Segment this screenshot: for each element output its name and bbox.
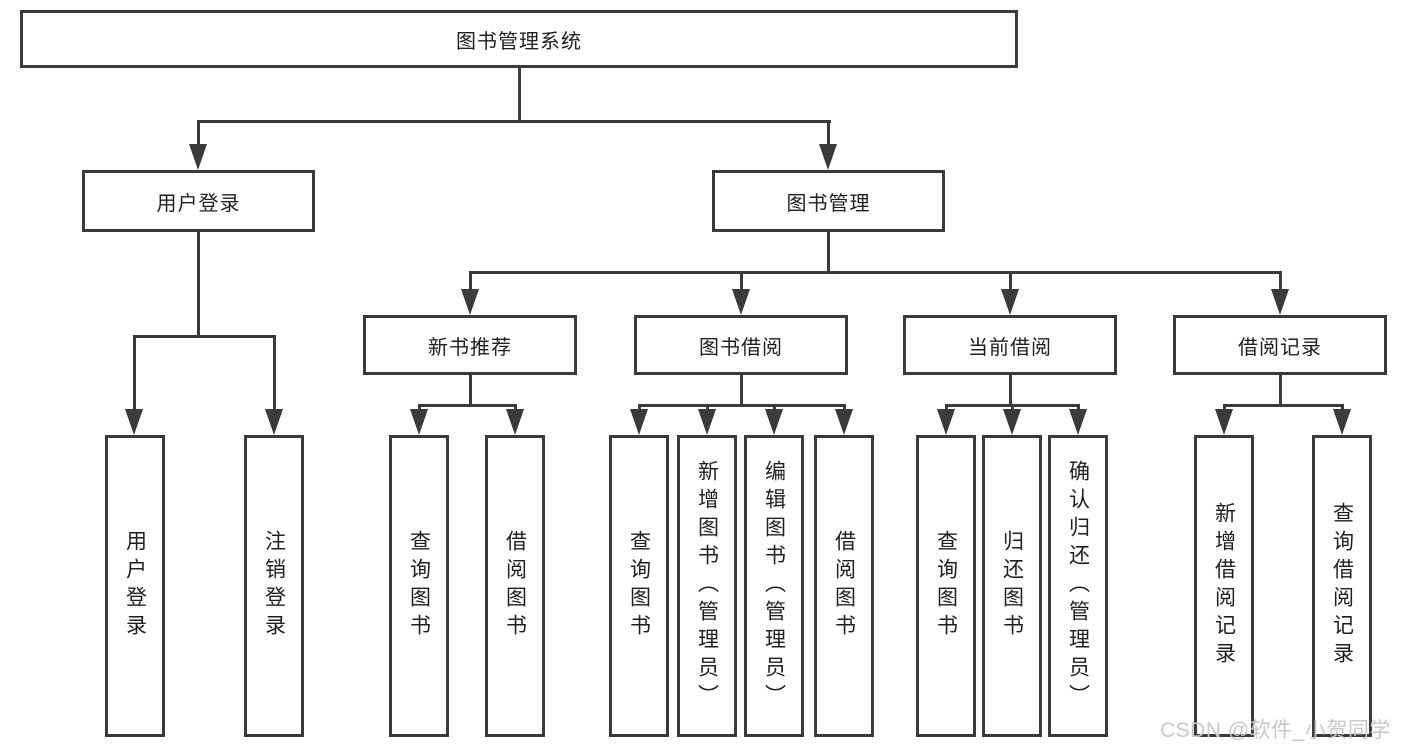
connector-line — [638, 404, 846, 407]
leaf-borrow-borrow-books: 借阅图书 — [814, 435, 874, 737]
connector-line — [740, 271, 743, 291]
csdn-watermark: CSDN @软件_小贺同学 — [1160, 719, 1391, 742]
connector-line — [740, 375, 743, 406]
leaf-user-login: 用户登录 — [105, 435, 165, 737]
connector-line — [418, 404, 517, 407]
connector-line — [273, 335, 276, 411]
leaf-current-confirm-return-admin-label: 确认归还（管理员） — [1066, 460, 1090, 712]
node-user-login-label: 用户登录 — [156, 192, 241, 215]
connector-line — [469, 271, 472, 291]
connector-line — [1223, 404, 1344, 407]
connector-line — [469, 375, 472, 406]
leaf-recommend-borrow-books: 借阅图书 — [485, 435, 545, 737]
arrowhead-down-icon — [461, 289, 479, 315]
arrowhead-down-icon — [265, 409, 283, 435]
connector-line — [197, 120, 200, 148]
leaf-records-add-record: 新增借阅记录 — [1194, 435, 1254, 737]
leaf-current-query-books-label: 查询图书 — [934, 530, 958, 642]
node-new-book-recommendation-label: 新书推荐 — [428, 336, 512, 359]
leaf-records-query-record: 查询借阅记录 — [1312, 435, 1372, 737]
connector-line — [1009, 375, 1012, 406]
leaf-borrow-edit-books-admin: 编辑图书（管理员） — [744, 435, 804, 737]
leaf-recommend-query-books: 查询图书 — [389, 435, 449, 737]
leaf-records-add-record-label: 新增借阅记录 — [1212, 502, 1236, 670]
leaf-borrow-borrow-books-label: 借阅图书 — [832, 530, 856, 642]
node-current-borrowing-label: 当前借阅 — [968, 336, 1052, 359]
arrowhead-down-icon — [937, 409, 955, 435]
leaf-recommend-query-books-label: 查询图书 — [407, 530, 431, 642]
connector-line — [197, 120, 831, 123]
arrowhead-down-icon — [410, 409, 428, 435]
leaf-current-return-books: 归还图书 — [982, 435, 1042, 737]
arrowhead-down-icon — [1333, 409, 1351, 435]
arrowhead-down-icon — [1271, 289, 1289, 315]
leaf-borrow-query-books: 查询图书 — [609, 435, 669, 737]
arrowhead-down-icon — [835, 409, 853, 435]
connector-line — [827, 232, 830, 274]
node-user-login: 用户登录 — [82, 170, 315, 232]
arrowhead-down-icon — [765, 409, 783, 435]
leaf-records-query-record-label: 查询借阅记录 — [1330, 502, 1354, 670]
arrowhead-down-icon — [1215, 409, 1233, 435]
connector-line — [133, 335, 276, 338]
node-book-borrowing: 图书借阅 — [634, 315, 848, 375]
arrowhead-down-icon — [1003, 409, 1021, 435]
leaf-borrow-add-books-admin-label: 新增图书（管理员） — [695, 460, 719, 712]
node-current-borrowing: 当前借阅 — [903, 315, 1117, 375]
arrowhead-down-icon — [1001, 289, 1019, 315]
connector-line — [1279, 271, 1282, 291]
connector-line — [1009, 271, 1012, 291]
leaf-user-login-label: 用户登录 — [123, 530, 147, 642]
node-book-borrowing-label: 图书借阅 — [699, 336, 783, 359]
connector-line — [133, 335, 136, 411]
arrowhead-down-icon — [732, 289, 750, 315]
node-book-management: 图书管理 — [712, 170, 945, 232]
leaf-logout: 注销登录 — [244, 435, 304, 737]
node-root: 图书管理系统 — [20, 10, 1018, 68]
connector-line — [1279, 375, 1282, 406]
node-root-label: 图书管理系统 — [456, 30, 582, 53]
arrowhead-down-icon — [506, 409, 524, 435]
connector-line — [827, 120, 830, 148]
arrowhead-down-icon — [1069, 409, 1087, 435]
arrowhead-down-icon — [630, 409, 648, 435]
arrowhead-down-icon — [189, 144, 207, 170]
leaf-recommend-borrow-books-label: 借阅图书 — [503, 530, 527, 642]
leaf-logout-label: 注销登录 — [262, 530, 286, 642]
leaf-borrow-edit-books-admin-label: 编辑图书（管理员） — [762, 460, 786, 712]
leaf-current-query-books: 查询图书 — [916, 435, 976, 737]
leaf-current-confirm-return-admin: 确认归还（管理员） — [1048, 435, 1108, 737]
node-borrowing-records: 借阅记录 — [1173, 315, 1387, 375]
arrowhead-down-icon — [698, 409, 716, 435]
node-new-book-recommendation: 新书推荐 — [363, 315, 577, 375]
connector-line — [518, 66, 521, 120]
leaf-borrow-add-books-admin: 新增图书（管理员） — [677, 435, 737, 737]
connector-line — [197, 232, 200, 337]
node-borrowing-records-label: 借阅记录 — [1238, 336, 1322, 359]
leaf-current-return-books-label: 归还图书 — [1000, 530, 1024, 642]
leaf-borrow-query-books-label: 查询图书 — [627, 530, 651, 642]
node-book-management-label: 图书管理 — [786, 192, 871, 215]
connector-line — [469, 271, 1282, 274]
arrowhead-down-icon — [819, 144, 837, 170]
arrowhead-down-icon — [125, 409, 143, 435]
